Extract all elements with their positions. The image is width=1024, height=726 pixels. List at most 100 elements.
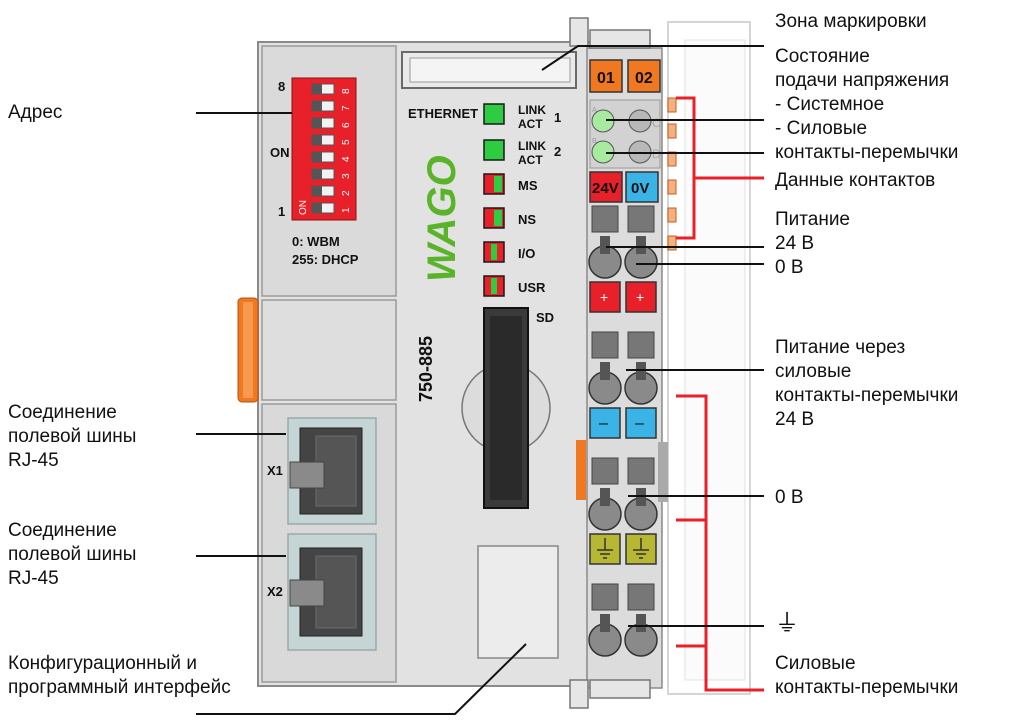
label-config-line2: программный интерфейс xyxy=(8,677,231,698)
led-usr-label: USR xyxy=(518,280,546,295)
label-fieldbus-2: Соединение полевой шины RJ-45 xyxy=(8,519,136,591)
label-power-jumper-line1: Питание через xyxy=(775,337,906,358)
dip-switch-knob xyxy=(312,84,322,94)
label-address: Адрес xyxy=(8,102,63,123)
dip-switch-knob xyxy=(312,135,322,145)
rj45-port-x2[interactable] xyxy=(287,533,377,651)
sd-label: SD xyxy=(536,310,554,325)
label-config-interface: Конфигурационный и программный интерфейс xyxy=(8,652,231,700)
tag-0v-text: 0V xyxy=(631,180,649,197)
dip-number: 8 xyxy=(341,88,352,94)
dip-number: 6 xyxy=(341,122,352,128)
dip-switch-knob xyxy=(312,169,322,179)
status-led-c-letter: C xyxy=(652,116,661,130)
tag-0v xyxy=(625,171,659,203)
rj45-port-x1[interactable] xyxy=(287,417,377,525)
terminal-release-pad[interactable] xyxy=(591,457,619,485)
marker-01-text: 01 xyxy=(597,70,615,87)
led-io-label: I/O xyxy=(518,246,535,261)
dip-switch-knob xyxy=(312,186,322,196)
data-contact xyxy=(667,97,677,113)
terminal-release-pad[interactable] xyxy=(591,583,619,611)
terminal-slot xyxy=(636,236,646,254)
wago-logo: WAGO xyxy=(420,155,464,282)
tag-24v-text: 24V xyxy=(592,180,619,197)
label-fieldbus-1-line1: Соединение xyxy=(8,402,117,423)
terminal-release-pad[interactable] xyxy=(627,205,655,233)
marking-slot-inner xyxy=(409,57,571,83)
dip-on-small: ON xyxy=(298,200,309,215)
label-supply-24v: Питание 24 В 0 В xyxy=(775,208,850,280)
tag-plus-2 xyxy=(625,281,657,313)
label-zero-v: 0 В xyxy=(775,487,804,508)
led-act2-label: ACT xyxy=(518,153,543,167)
tag-minus-2-text: – xyxy=(635,415,644,432)
addr-note-wbm: 0: WBM xyxy=(292,234,340,249)
terminal-slot xyxy=(600,236,610,254)
tag-24v xyxy=(589,171,623,203)
terminal-release-pad[interactable] xyxy=(591,205,619,233)
data-contact xyxy=(667,207,677,223)
status-led-a-letter: A xyxy=(592,107,597,114)
data-contact xyxy=(667,179,677,195)
dip-number: 3 xyxy=(341,173,352,179)
data-contacts xyxy=(667,97,677,251)
dip-number: 2 xyxy=(341,190,352,196)
led-ms-label: MS xyxy=(518,178,538,193)
ground-icon-label: ⏚ xyxy=(775,610,799,637)
label-fieldbus-2-line1: Соединение xyxy=(8,520,117,541)
label-power-contacts: Силовые контакты-перемычки xyxy=(775,652,958,700)
led-ms xyxy=(483,173,505,195)
bottom-clip xyxy=(569,679,651,709)
label-power-jumper-line2: силовые xyxy=(775,361,852,382)
ground-icon-tag-1 xyxy=(597,538,613,559)
label-config-line1: Конфигурационный и xyxy=(8,653,197,674)
dip-switch-block[interactable] xyxy=(291,77,357,221)
dip-label-top: 8 xyxy=(278,79,285,94)
bracket-power-contacts xyxy=(676,394,764,692)
bracket-data-contacts xyxy=(676,96,764,240)
label-supply-status: Состояние подачи напряжения - Системное … xyxy=(775,45,958,165)
sd-card-slot-inner xyxy=(490,316,522,500)
marker-02-text: 02 xyxy=(635,70,653,87)
led-act1-label: ACT xyxy=(518,117,543,131)
label-status-line5: контакты-перемычки xyxy=(775,142,959,163)
status-led-b-letter: B xyxy=(592,138,597,145)
tag-plus-1-text: + xyxy=(600,289,608,305)
marker-02 xyxy=(627,59,661,93)
label-fieldbus-1-line3: RJ-45 xyxy=(8,450,59,471)
ethernet-label: ETHERNET xyxy=(408,106,478,121)
dip-number: 1 xyxy=(341,207,352,213)
label-marking-zone: Зона маркировки xyxy=(775,11,927,32)
terminal-release-pad[interactable] xyxy=(591,331,619,359)
terminal-release-pad[interactable] xyxy=(627,583,655,611)
addr-note-dhcp: 255: DHCP xyxy=(292,252,359,267)
led-num2: 2 xyxy=(554,144,561,159)
terminal-release-pad[interactable] xyxy=(627,331,655,359)
tag-minus-1-text: – xyxy=(599,415,608,432)
terminal-slot xyxy=(600,362,610,380)
label-status-line3: - Системное xyxy=(775,94,885,115)
led-link2-label: LINK xyxy=(518,139,546,153)
dip-number: 5 xyxy=(341,139,352,145)
label-fieldbus-1-line2: полевой шины xyxy=(8,426,137,447)
service-interface-flap[interactable] xyxy=(477,545,559,659)
data-contact xyxy=(667,151,677,167)
top-clip xyxy=(569,17,651,49)
label-power-contacts-line2: контакты-перемычки xyxy=(775,677,959,698)
terminal-release-pad[interactable] xyxy=(627,457,655,485)
label-supply-line2: 24 В xyxy=(775,233,815,254)
tag-plus-1 xyxy=(589,281,621,313)
led-usr xyxy=(483,275,505,297)
label-fieldbus-2-line2: полевой шины xyxy=(8,544,137,565)
label-fieldbus-1: Соединение полевой шины RJ-45 xyxy=(8,401,136,473)
mid-panel xyxy=(261,299,397,401)
label-power-jumper-supply: Питание через силовые контакты-перемычки… xyxy=(775,336,958,432)
dip-number: 7 xyxy=(341,105,352,111)
leader-lines xyxy=(196,45,764,715)
terminal-slot xyxy=(636,614,646,632)
label-supply-line1: Питание xyxy=(775,209,850,230)
label-power-contacts-line1: Силовые xyxy=(775,653,856,674)
